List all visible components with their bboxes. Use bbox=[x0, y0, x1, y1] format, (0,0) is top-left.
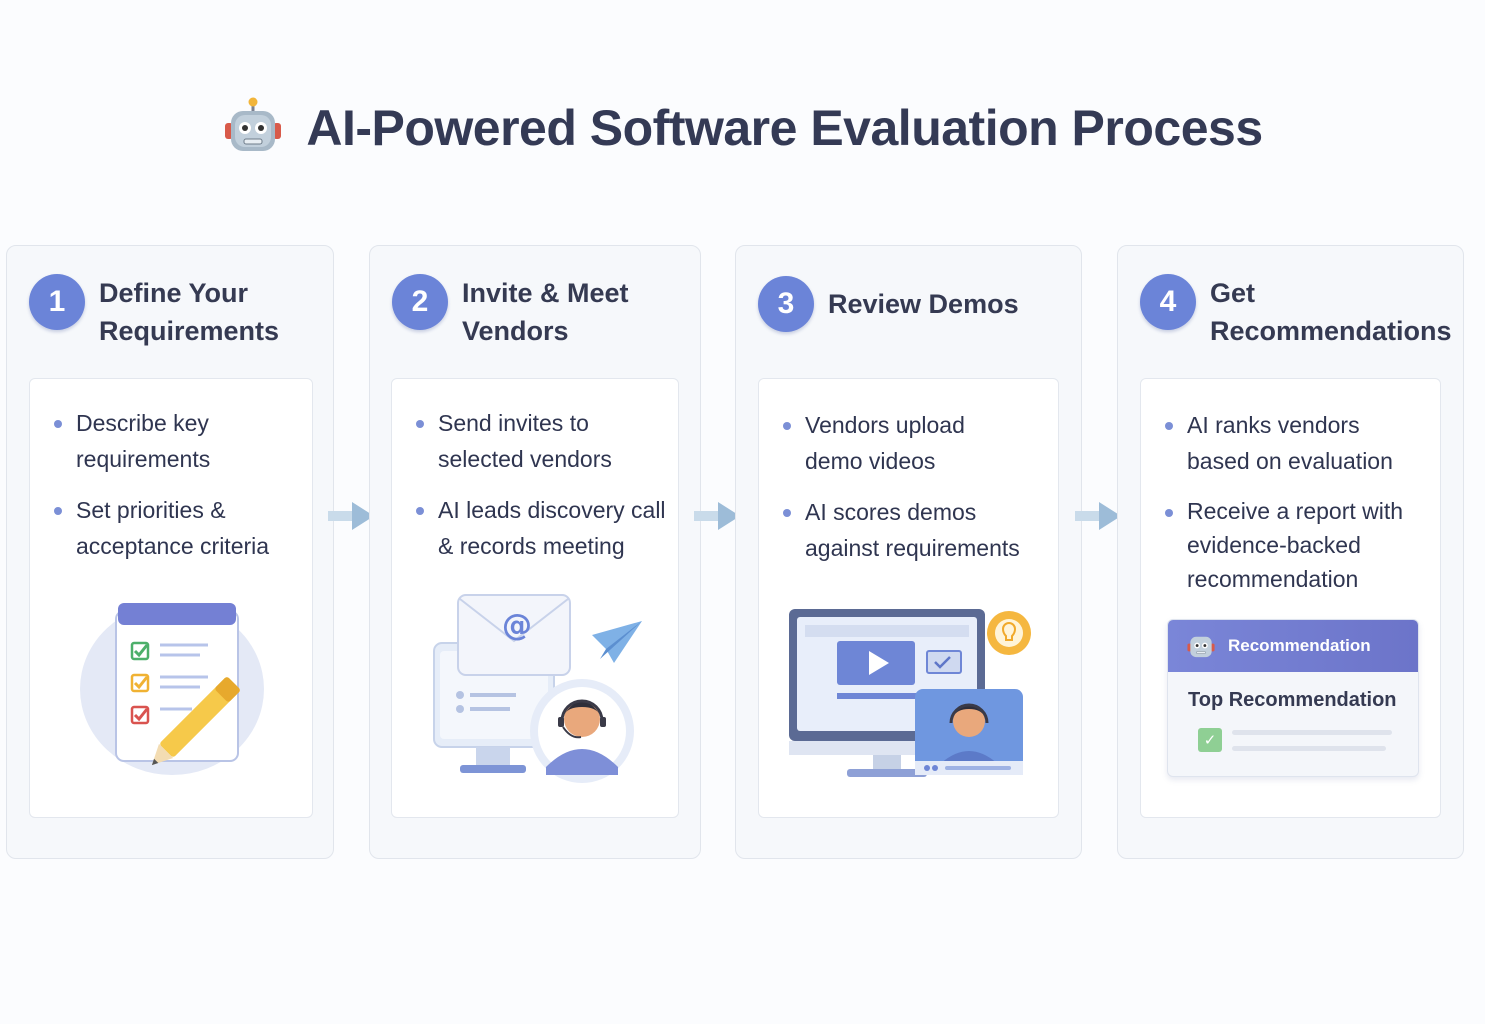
arrow-right-icon bbox=[694, 502, 740, 530]
arrow-right-icon bbox=[1075, 502, 1121, 530]
step-1-header: 1 Define Your Requirements bbox=[29, 274, 279, 350]
step-2-header: 2 Invite & Meet Vendors bbox=[392, 274, 629, 350]
list-item: Set priorities &acceptance criteria bbox=[52, 492, 269, 564]
step-number-badge: 4 bbox=[1140, 274, 1196, 330]
placeholder-line bbox=[1232, 730, 1392, 735]
list-item: AI leads discovery call& records meeting bbox=[414, 492, 666, 564]
robot-icon bbox=[225, 97, 282, 151]
report-header: Recommendation bbox=[1168, 620, 1418, 672]
step-title: Get Recommendations bbox=[1210, 278, 1452, 346]
step-3-header: 3 Review Demos bbox=[758, 276, 1019, 332]
page-title: AI-Powered Software Evaluation Process bbox=[306, 100, 1263, 156]
top-recommendation-label: Top Recommendation bbox=[1188, 689, 1397, 711]
recommendation-report: Recommendation Top Recommendation ✓ bbox=[1167, 619, 1419, 777]
video-demo-icon bbox=[789, 609, 1031, 777]
step-number-badge: 3 bbox=[758, 276, 814, 332]
check-icon: ✓ bbox=[1198, 728, 1222, 752]
svg-text:@: @ bbox=[502, 608, 532, 643]
step-number-badge: 2 bbox=[392, 274, 448, 330]
step-number-badge: 1 bbox=[29, 274, 85, 330]
step-title: Invite & Meet Vendors bbox=[462, 278, 629, 346]
robot-icon bbox=[1187, 636, 1215, 658]
header: AI-Powered Software Evaluation Process bbox=[0, 88, 1485, 168]
step-title: Review Demos bbox=[828, 289, 1019, 319]
report-header-label: Recommendation bbox=[1228, 636, 1371, 655]
placeholder-line bbox=[1232, 746, 1386, 751]
step-title: Define Your Requirements bbox=[99, 278, 280, 346]
step-4-header: 4 Get Recommendations bbox=[1140, 274, 1452, 350]
email-invite-icon: @ bbox=[433, 594, 642, 783]
arrow-right-icon bbox=[328, 502, 374, 530]
checklist-icon bbox=[80, 603, 264, 775]
